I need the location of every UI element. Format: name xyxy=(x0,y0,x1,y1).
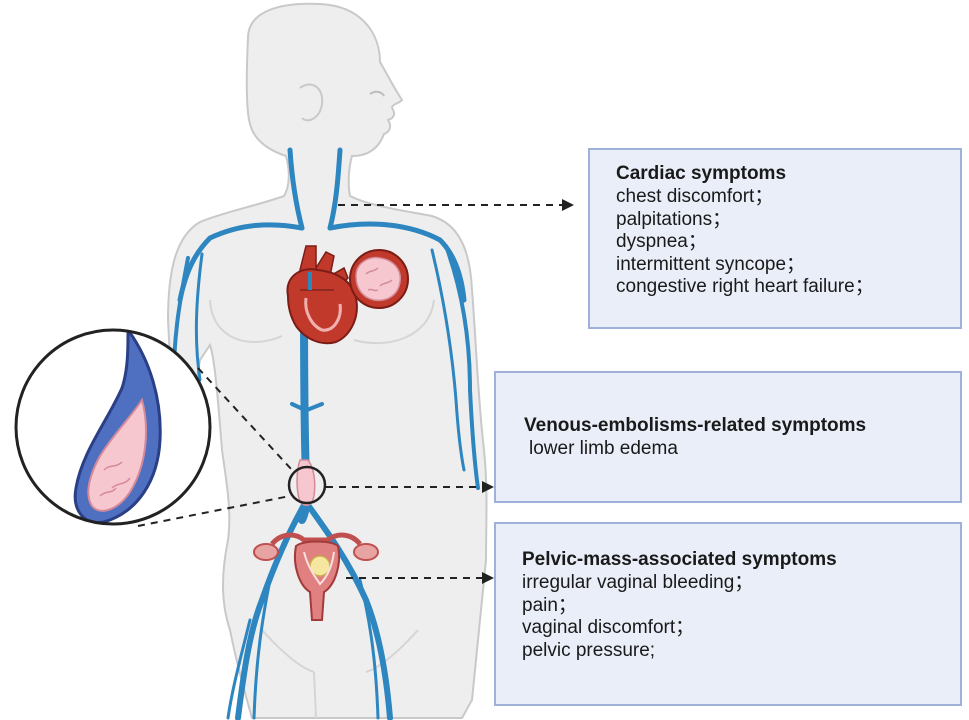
pelvic-symptom-item: pain； xyxy=(522,594,577,616)
cardiac-symptom-item: congestive right heart failure； xyxy=(616,276,874,297)
cardiac-symptom-item: intermittent syncope； xyxy=(616,253,806,275)
uterus-icon xyxy=(253,532,379,621)
female-body-silhouette-icon xyxy=(166,2,488,719)
ivc-tumor-icon xyxy=(296,459,316,507)
cardiac-symptoms-box: Cardiac symptoms chest discomfort； palpi… xyxy=(588,148,962,329)
cardiac-symptom-item: palpitations； xyxy=(616,208,732,230)
venous-symptoms-title: Venous-embolisms-related symptoms xyxy=(524,415,867,436)
cardiac-symptom-item: dyspnea； xyxy=(616,231,707,252)
cardiac-symptom-item: chest discomfort； xyxy=(616,186,774,207)
venous-symptom-item: lower limb edema xyxy=(529,438,678,459)
cardiac-symptoms-title: Cardiac symptoms xyxy=(616,163,787,184)
zoom-source-circle xyxy=(287,465,327,505)
pelvic-symptom-item: pelvic pressure; xyxy=(522,639,656,661)
pelvic-symptom-item: irregular vaginal bleeding； xyxy=(522,572,754,593)
pelvic-symptoms-title: Pelvic-mass-associated symptoms xyxy=(522,549,837,570)
venous-symptoms-box: Venous-embolisms-related symptoms lower … xyxy=(494,371,962,503)
pelvic-symptoms-box: Pelvic-mass-associated symptoms irregula… xyxy=(494,522,962,706)
connectors xyxy=(137,199,574,584)
tumor-mass-icon xyxy=(349,249,409,309)
pelvic-symptom-item: vaginal discomfort； xyxy=(522,617,695,638)
vein-tumor-zoom-icon xyxy=(14,328,212,526)
heart-icon xyxy=(286,245,358,345)
zoom-connector-top xyxy=(197,367,293,471)
